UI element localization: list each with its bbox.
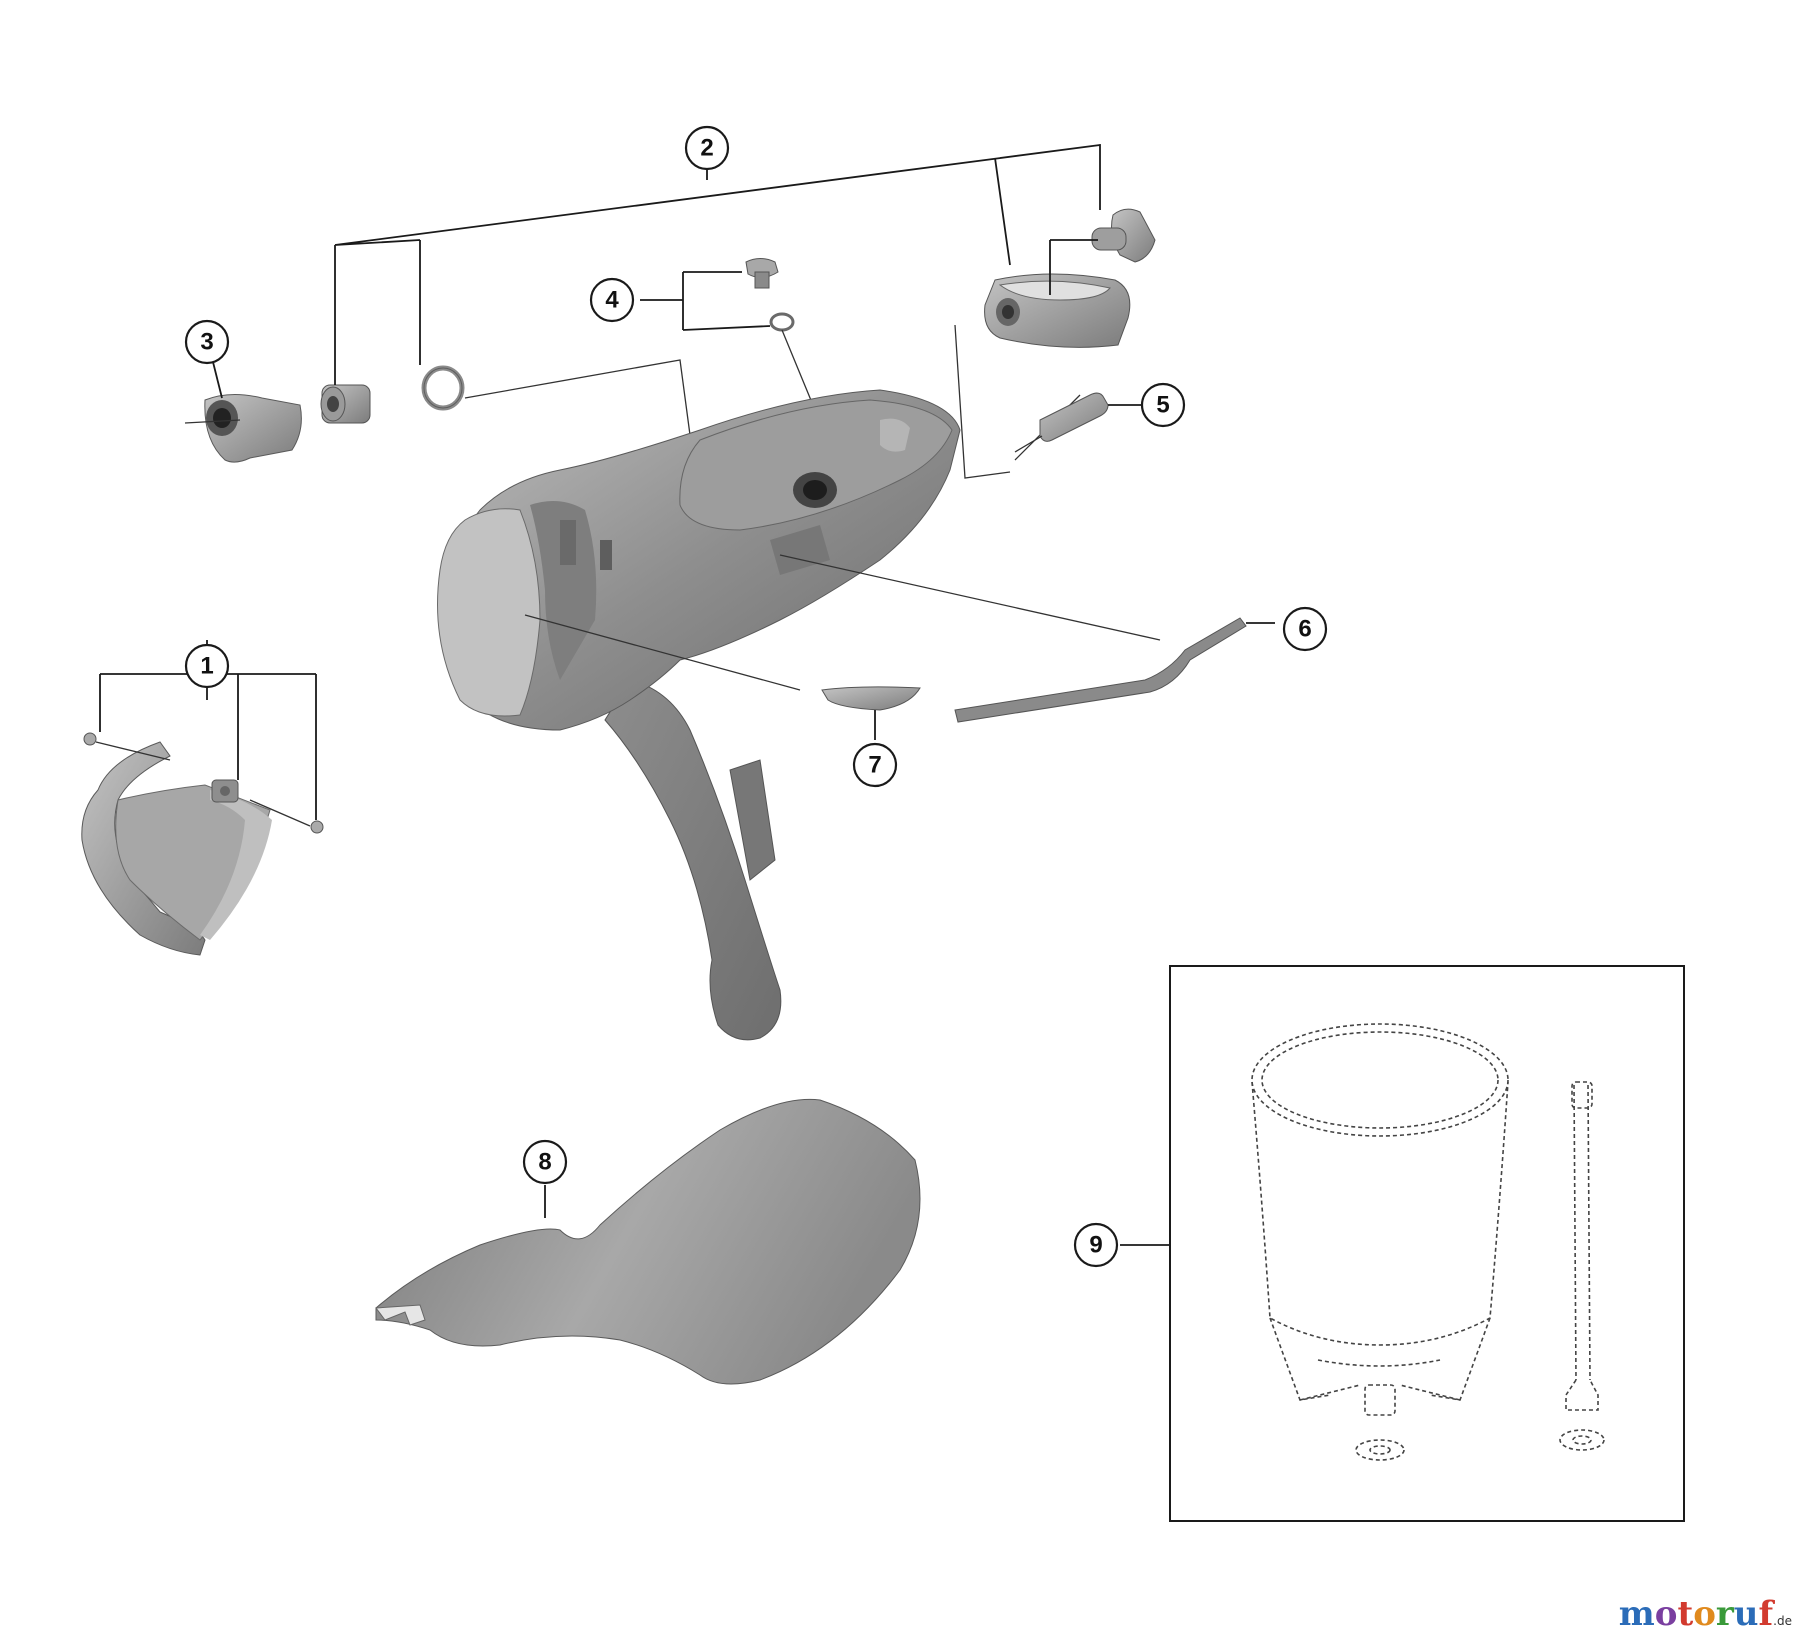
part-8-hood-cover [375,1098,921,1385]
callout-6: 6 [1282,606,1328,652]
screw-icon [310,820,324,834]
watermark-letter: o [1654,1594,1678,1634]
callout-label: 7 [868,752,881,779]
watermark-tld: .de [1773,1614,1792,1628]
part-1-bracket-cover [81,640,324,956]
callout-9: 9 [1073,1222,1119,1268]
part-4-screw-washer [640,258,816,411]
callout-label: 6 [1298,616,1311,643]
screw-icon [83,732,97,746]
part-3-cable-adapter [184,357,302,463]
watermark-letter: m [1618,1594,1655,1634]
callout-4: 4 [589,277,635,323]
watermark-letter: o [1693,1594,1716,1634]
callout-label: 5 [1156,392,1169,419]
watermark-letter: f [1758,1594,1774,1634]
part-5-pin [1014,392,1147,453]
part-main-shifter-body [437,389,1161,1041]
part-7-clip [821,686,921,740]
callout-7: 7 [852,742,898,788]
callout-label: 2 [700,135,713,162]
callout-5: 5 [1140,382,1186,428]
callout-1: 1 [184,643,230,689]
watermark-letter: r [1715,1594,1734,1634]
watermark-letter: t [1677,1594,1694,1634]
part-2-adapter-set [320,143,1156,511]
callout-label: 4 [605,287,619,314]
watermark-logo: motoruf.de [1619,1594,1792,1634]
part-9-bleed-kit [1120,965,1685,1522]
callout-3: 3 [184,319,230,365]
watermark-text: motoruf [1619,1594,1773,1634]
callout-8: 8 [522,1139,568,1185]
callout-2: 2 [684,125,730,171]
callout-label: 1 [200,653,213,680]
callout-label: 3 [200,329,213,356]
watermark-letter: u [1733,1594,1759,1634]
callout-label: 8 [538,1149,551,1176]
part-9-frame [1169,965,1685,1522]
part-6-rod [954,617,1275,723]
callout-label: 9 [1089,1232,1102,1259]
